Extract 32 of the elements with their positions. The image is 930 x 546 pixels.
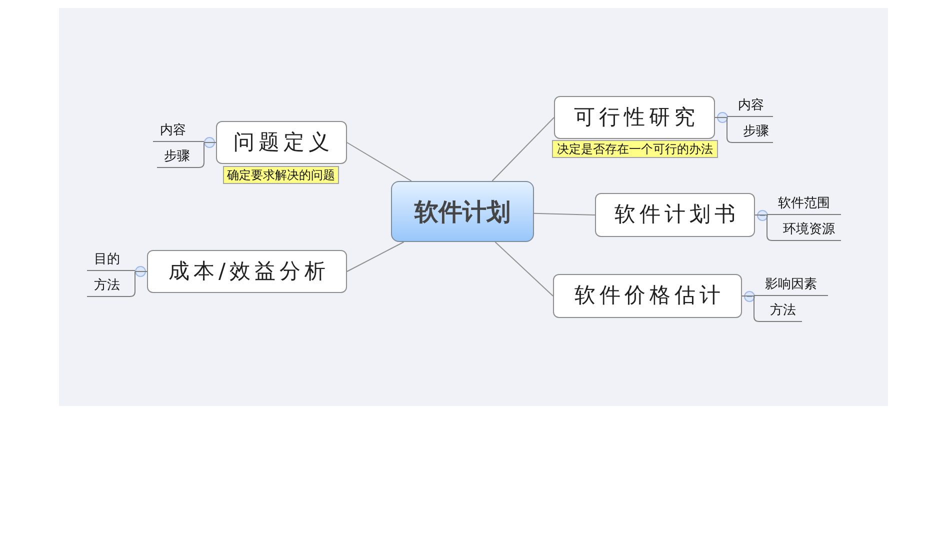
subtopic-text: 软件范围 — [767, 194, 841, 215]
subtopic-text: 方法 — [759, 301, 802, 322]
branch-line — [766, 214, 772, 241]
connector-line — [346, 142, 412, 182]
subtopic-text: 环境资源 — [772, 220, 841, 241]
subtopic-text: 影响因素 — [754, 275, 828, 296]
topic-box: 可行性研究 — [554, 96, 715, 139]
branch-line — [134, 271, 148, 272]
connector-line — [494, 242, 554, 296]
branch-line — [204, 142, 216, 143]
connector-line — [534, 212, 596, 216]
central-topic-box: 软件计划 — [391, 181, 534, 242]
connector-line — [492, 117, 554, 182]
subtopic-text: 步骤 — [157, 147, 199, 168]
subtopic-text: 内容 — [153, 121, 204, 142]
branch-line — [714, 117, 728, 118]
topic-box: 软件计划书 — [595, 193, 755, 237]
subtopic-text: 步骤 — [732, 122, 773, 143]
note-label: 确定要求解决的问题 — [223, 166, 339, 184]
subtopic-text: 内容 — [727, 96, 773, 117]
note-label: 决定是否存在一个可行的办法 — [552, 140, 718, 158]
topic-box: 软件价格估计 — [553, 274, 742, 318]
branch-line — [754, 296, 760, 322]
connector-line — [346, 242, 404, 272]
branch-line — [726, 117, 732, 143]
subtopic-text: 方法 — [87, 276, 130, 297]
branch-line — [130, 271, 136, 297]
branch-line — [754, 214, 768, 216]
topic-box: 问题定义 — [216, 121, 347, 164]
topic-box: 成本/效益分析 — [147, 250, 347, 293]
subtopic-text: 目的 — [87, 250, 135, 271]
branch-line — [198, 142, 204, 168]
